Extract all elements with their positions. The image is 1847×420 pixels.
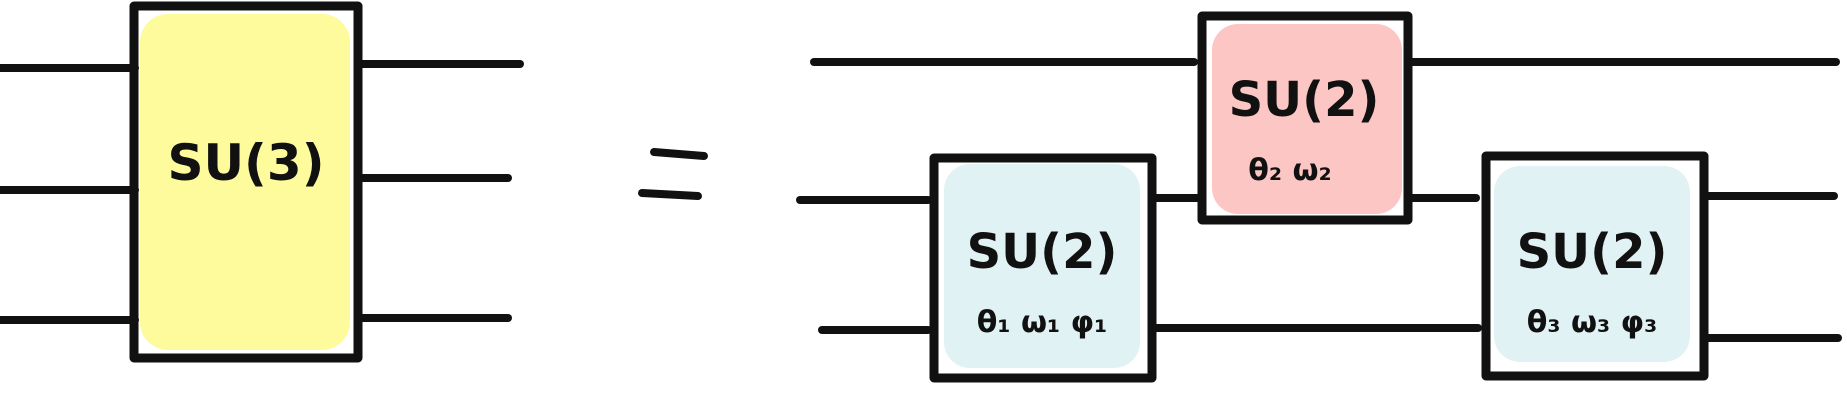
su2-bottom-left-params: θ₁ ω₁ φ₁ (977, 305, 1107, 340)
su2-right-fill (1494, 166, 1690, 362)
su2-top-box (1197, 11, 1413, 225)
su2-right-params: θ₃ ω₃ φ₃ (1527, 305, 1657, 340)
su3-fill (140, 14, 350, 350)
equals-bar-bottom (638, 189, 702, 200)
su2-top-label: SU(2) (1229, 72, 1380, 128)
su2-right-box (1481, 151, 1709, 381)
decomposition: SU(2) θ₁ ω₁ φ₁ SU(2) θ₂ ω₂ SU(2) θ₃ ω₃ φ… (796, 11, 1842, 383)
su3-label: SU(3) (167, 134, 324, 192)
equals-bar-top (650, 148, 708, 160)
su2-top-fill (1212, 24, 1402, 214)
su2-right-label: SU(2) (1517, 224, 1668, 280)
su3-gate: SU(3) (0, 1, 524, 363)
su2-bottom-left-fill (944, 164, 1140, 368)
su2-gate-right: SU(2) θ₃ ω₃ φ₃ (1481, 151, 1709, 381)
equals-sign (638, 148, 708, 200)
su2-bottom-left-box (929, 153, 1157, 383)
su2-bottom-left-label: SU(2) (967, 224, 1118, 280)
su2-top-params: θ₂ ω₂ (1248, 153, 1331, 188)
su2-gate-top: SU(2) θ₂ ω₂ (1197, 11, 1413, 225)
su2-gate-bottom-left: SU(2) θ₁ ω₁ φ₁ (929, 153, 1157, 383)
